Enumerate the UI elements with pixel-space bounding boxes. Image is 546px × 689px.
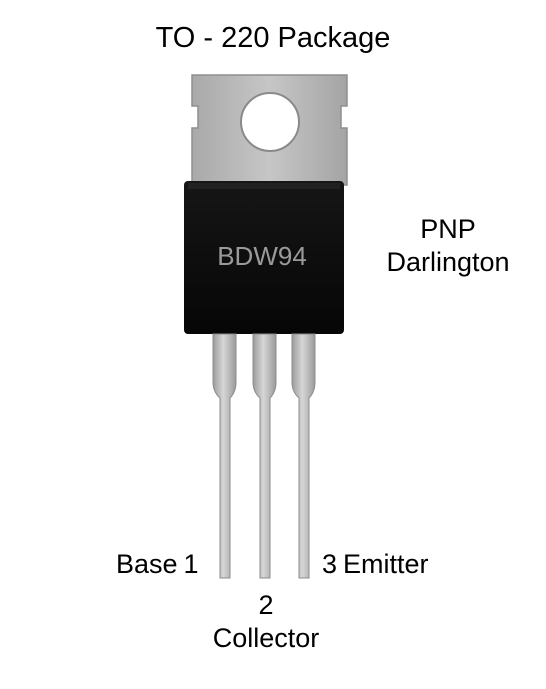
lead-pin-1	[212, 333, 237, 579]
lead-pin-2	[252, 333, 277, 579]
transistor-type-polarity: PNP	[420, 214, 476, 244]
device-body: BDW94	[184, 181, 344, 334]
transistor-type-label: PNP Darlington	[368, 216, 528, 282]
lead-pin-3	[291, 333, 316, 579]
pin-label-collector: 2 Collector	[196, 592, 336, 658]
mounting-hole	[240, 92, 300, 152]
package-title: TO - 220 Package	[155, 22, 391, 54]
pin-name-collector: Collector	[212, 623, 320, 653]
transistor-type-configuration: Darlington	[386, 247, 510, 277]
pin-number-1: 1	[183, 549, 199, 579]
pin-number-2: 2	[258, 590, 274, 620]
metal-tab	[191, 74, 348, 186]
pin-name-emitter: Emitter	[343, 549, 429, 579]
pin-name-base: Base	[116, 549, 178, 579]
pin-number-3: 3	[322, 549, 338, 579]
body-marking: BDW94	[217, 241, 307, 271]
